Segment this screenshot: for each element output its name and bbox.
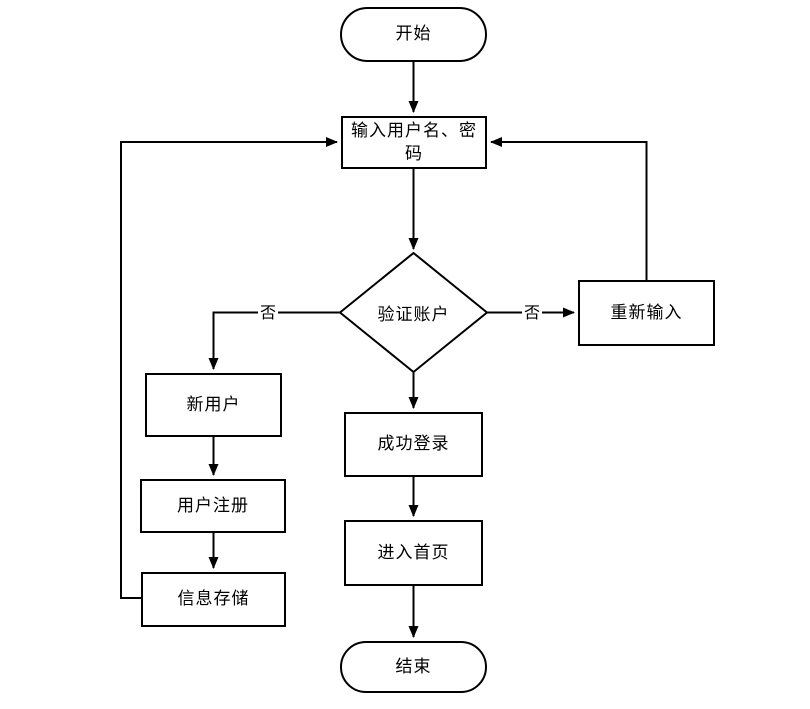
edge-label-no-left: 否 xyxy=(257,299,279,323)
retry-input-label: 重新输入 xyxy=(610,302,683,323)
end-node: 结束 xyxy=(340,641,487,693)
edge-store-to-input xyxy=(120,137,338,599)
new-user-node: 新用户 xyxy=(145,373,282,437)
login-success-node: 成功登录 xyxy=(344,412,483,477)
enter-homepage-label: 进入首页 xyxy=(377,542,450,563)
user-register-label: 用户注册 xyxy=(177,495,249,516)
new-user-label: 新用户 xyxy=(186,394,241,415)
user-register-node: 用户注册 xyxy=(140,479,286,533)
verify-account-decision: 验证账户 xyxy=(340,253,487,372)
enter-homepage-node: 进入首页 xyxy=(344,520,483,586)
info-storage-node: 信息存储 xyxy=(141,572,286,627)
edge-verify-to-newuser xyxy=(208,311,340,370)
end-node-label: 结束 xyxy=(395,656,432,677)
input-credentials-label: 输入用户名、密码 xyxy=(351,120,477,164)
start-node-label: 开始 xyxy=(395,24,432,45)
edge-retry-to-input xyxy=(490,137,648,280)
decision-diamond-shape xyxy=(338,251,489,374)
info-storage-label: 信息存储 xyxy=(177,589,250,610)
start-node: 开始 xyxy=(340,7,487,62)
login-success-label: 成功登录 xyxy=(377,434,450,455)
retry-input-node: 重新输入 xyxy=(578,280,715,346)
verify-account-label: 验证账户 xyxy=(377,305,450,325)
edge-label-no-right: 否 xyxy=(521,299,543,323)
input-credentials-node: 输入用户名、密码 xyxy=(341,116,487,169)
